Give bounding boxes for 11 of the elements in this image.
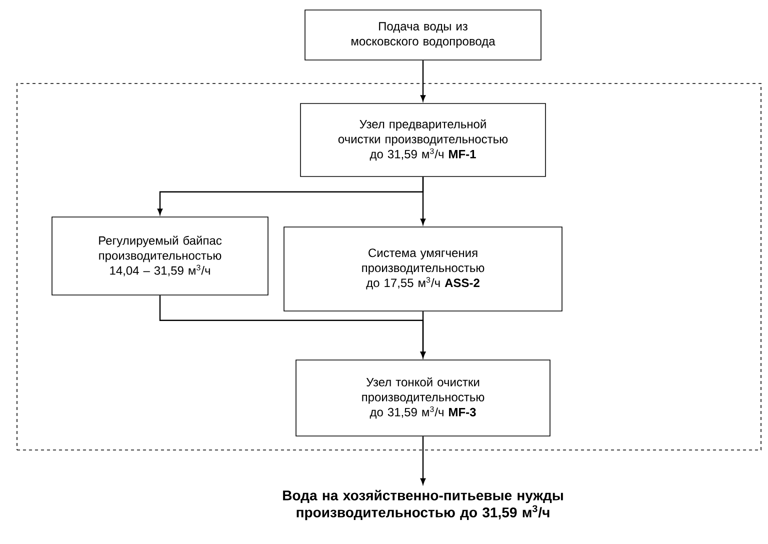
process-box: Система умягчения производительностью до 17,55 м$^{3}$/ч ASS-2 xyxy=(284,226,562,312)
arrow xyxy=(420,60,426,102)
process-box: Подача воды из московского водопровода xyxy=(304,10,542,60)
dashed-boundary xyxy=(16,83,762,450)
arrow xyxy=(420,311,426,358)
arrow xyxy=(420,436,426,484)
process-box: Узел тонкой очистки производительностью до 31,59 м$^{3}$/ч MF-3 xyxy=(296,360,550,436)
output-label: Вода на хозяйственно-питьевые нужды производительностью до 31,59 м$^{3}$/ч xyxy=(283,490,563,520)
arrow xyxy=(420,176,426,225)
process-box: Регулируемый байпас производительностью 14,04 – 31,59 м$^{3}$/ч xyxy=(52,216,268,296)
process-box: Узел предварительной очистки производительностью до 31,59 м$^{3}$/ч MF-1 xyxy=(300,103,546,177)
